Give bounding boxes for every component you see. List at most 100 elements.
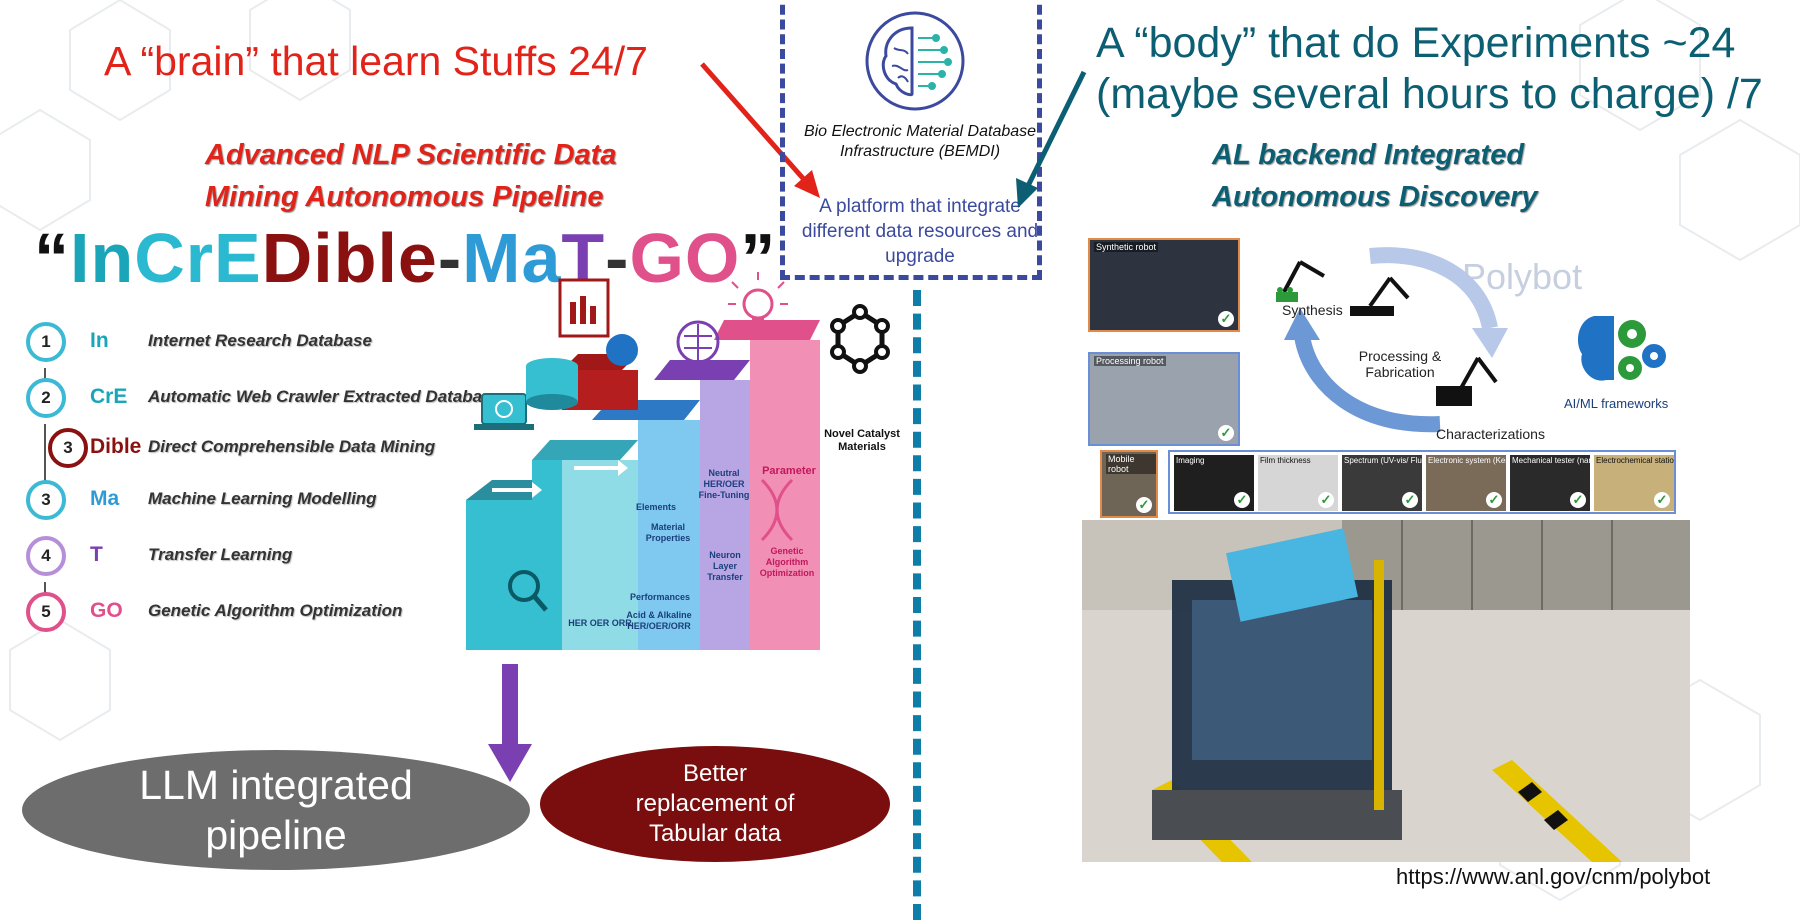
step-dible: 3 Dible Direct Comprehensible Data Minin…: [48, 428, 528, 472]
electronic-system-photo: Electronic system (Keithley 4200) ✓: [1426, 455, 1506, 511]
step-abbr: In: [90, 329, 109, 352]
strip-label: Spectrum (UV-vis/ Fluorescence): [1344, 456, 1422, 465]
check-icon: ✓: [1136, 497, 1152, 513]
check-icon: ✓: [1218, 311, 1234, 327]
synthetic-robot-photo: Synthetic robot ✓: [1088, 238, 1240, 332]
novel-catalyst-label: Novel Catalyst Materials: [824, 428, 900, 453]
check-icon: ✓: [1654, 492, 1670, 508]
step-cre: 2 CrE Automatic Web Crawler Extracted Da…: [26, 378, 506, 422]
body-title-line1: A “body” that do Experiments ~24: [1096, 19, 1736, 67]
step-number: 5: [26, 592, 66, 632]
performances-label: Performances: [630, 592, 691, 602]
brand-go: GO: [629, 219, 741, 297]
acid-alkaline-label: Acid & Alkaline HER/OER/ORR: [626, 610, 692, 631]
check-icon: ✓: [1486, 492, 1502, 508]
synthetic-robot-label: Synthetic robot: [1094, 242, 1159, 252]
step-connector-2: [44, 424, 46, 488]
brain-circuit-icon: [865, 11, 965, 111]
neutral-finetuning-label: Neutral HER/OER Fine-Tuning: [698, 468, 750, 500]
characterizations-label: Characterizations: [1436, 426, 1545, 442]
bemdi-name: Bio Electronic Material Database Infrast…: [803, 123, 1037, 160]
step-number: 3: [48, 428, 88, 468]
step-abbr: T: [90, 543, 103, 566]
mobile-robot-photo: Mobile robot ✓: [1100, 450, 1158, 518]
step-desc: Direct Comprehensible Data Mining: [148, 437, 436, 456]
brand-ma: Ma: [462, 219, 562, 297]
neuron-layer-label: Neuron Layer Transfer: [707, 550, 743, 582]
al-backend-subtitle: AL backend Integrated Autonomous Discove…: [1212, 134, 1538, 218]
imaging-photo: Imaging ✓: [1174, 455, 1254, 511]
nlp-subtitle-line1: Advanced NLP Scientific Data: [205, 139, 617, 171]
spectrum-photo: Spectrum (UV-vis/ Fluorescence) ✓: [1342, 455, 1422, 511]
step-number: 1: [26, 322, 66, 362]
step-abbr: Dible: [90, 435, 142, 458]
elements-label: Elements: [635, 502, 677, 512]
brand-dash-2: -: [605, 219, 630, 297]
incredible-matgo-brand: “InCrEDible-MaT-GO”: [34, 218, 776, 298]
check-icon: ✓: [1234, 492, 1250, 508]
her-label: HER OER ORR: [568, 618, 632, 628]
step-ma: 3 Ma Machine Learning Modelling: [26, 480, 506, 524]
polybot-url: https://www.anl.gov/cnm/polybot: [1396, 864, 1711, 889]
step-desc: Internet Research Database: [148, 331, 372, 350]
film-thickness-photo: Film thickness ✓: [1258, 455, 1338, 511]
brand-in: In: [70, 219, 135, 297]
polybot-cycle-diagram: [1276, 247, 1508, 433]
step-number: 3: [26, 480, 66, 520]
electrochemical-station-photo: Electrochemical station ✓: [1594, 455, 1674, 511]
al-subtitle-line1: AL backend Integrated: [1212, 139, 1525, 171]
strip-label: Mechanical tester (nano indentation): [1512, 456, 1590, 465]
aiml-frameworks-label: AI/ML frameworks: [1564, 396, 1669, 411]
step-number: 4: [26, 536, 66, 576]
center-divider: [913, 290, 921, 920]
material-properties-label: Material Properties: [645, 522, 691, 543]
red-arrow: [700, 62, 820, 198]
tabular-replacement-ellipse: Better replacement of Tabular data: [540, 746, 890, 862]
bemdi-box: [780, 0, 1042, 280]
synthesis-label: Synthesis: [1282, 302, 1343, 318]
processing-robot-photo: Processing robot ✓: [1088, 352, 1240, 446]
step-number: 2: [26, 378, 66, 418]
step-abbr: GO: [90, 599, 123, 622]
ai-ml-gears-icon: [1578, 316, 1666, 381]
brand-dible: Dible: [261, 219, 438, 297]
body-title: A “body” that do Experiments ~24 (maybe …: [1096, 18, 1763, 120]
step-desc: Genetic Algorithm Optimization: [148, 601, 403, 620]
check-icon: ✓: [1218, 425, 1234, 441]
polybot-robot-photo: [1082, 520, 1690, 862]
body-title-line2: (maybe several hours to charge) /7: [1096, 70, 1763, 118]
characterization-strip: Imaging ✓ Film thickness ✓ Spectrum (UV-vi…: [1168, 450, 1676, 514]
brand-open-quote: “: [34, 219, 70, 297]
mobile-robot-label: Mobile robot: [1106, 454, 1156, 474]
step-connector-4: [44, 582, 46, 596]
brand-close-quote: ”: [740, 219, 777, 297]
step-abbr: Ma: [90, 487, 120, 510]
bemdi-description: A platform that integrate different data…: [801, 196, 1039, 267]
strip-label: Electronic system (Keithley 4200): [1428, 456, 1506, 465]
step-abbr: CrE: [90, 385, 128, 408]
processing-robot-label: Processing robot: [1094, 356, 1166, 366]
step-t: 4 T Transfer Learning: [26, 536, 506, 580]
llm-pipeline-text: LLM integrated pipeline: [139, 762, 413, 858]
processing-label: Processing & Fabrication: [1358, 348, 1442, 380]
check-icon: ✓: [1570, 492, 1586, 508]
staircase-diagram: [466, 272, 890, 650]
genetic-algorithm-label: Genetic Algorithm Optimization: [759, 546, 815, 578]
robot-photo-illustration: [1082, 520, 1690, 862]
mechanical-tester-photo: Mechanical tester (nano indentation) ✓: [1510, 455, 1590, 511]
al-subtitle-line2: Autonomous Discovery: [1212, 181, 1538, 213]
llm-pipeline-ellipse: LLM integrated pipeline: [22, 750, 530, 870]
strip-label: Electrochemical station: [1596, 456, 1674, 465]
check-icon: ✓: [1402, 492, 1418, 508]
parameter-label: Parameter: [762, 465, 816, 477]
step-go: 5 GO Genetic Algorithm Optimization: [26, 592, 506, 636]
check-icon: ✓: [1318, 492, 1334, 508]
strip-label: Imaging: [1176, 456, 1205, 465]
brand-cre: CrE: [134, 219, 262, 297]
brand-dash-1: -: [437, 219, 463, 297]
step-in: 1 In Internet Research Database: [26, 322, 506, 366]
nlp-pipeline-subtitle: Advanced NLP Scientific Data Mining Auto…: [205, 134, 616, 218]
teal-arrow: [1016, 70, 1087, 208]
strip-label: Film thickness: [1260, 456, 1311, 465]
tabular-replacement-text: Better replacement of Tabular data: [635, 760, 795, 847]
